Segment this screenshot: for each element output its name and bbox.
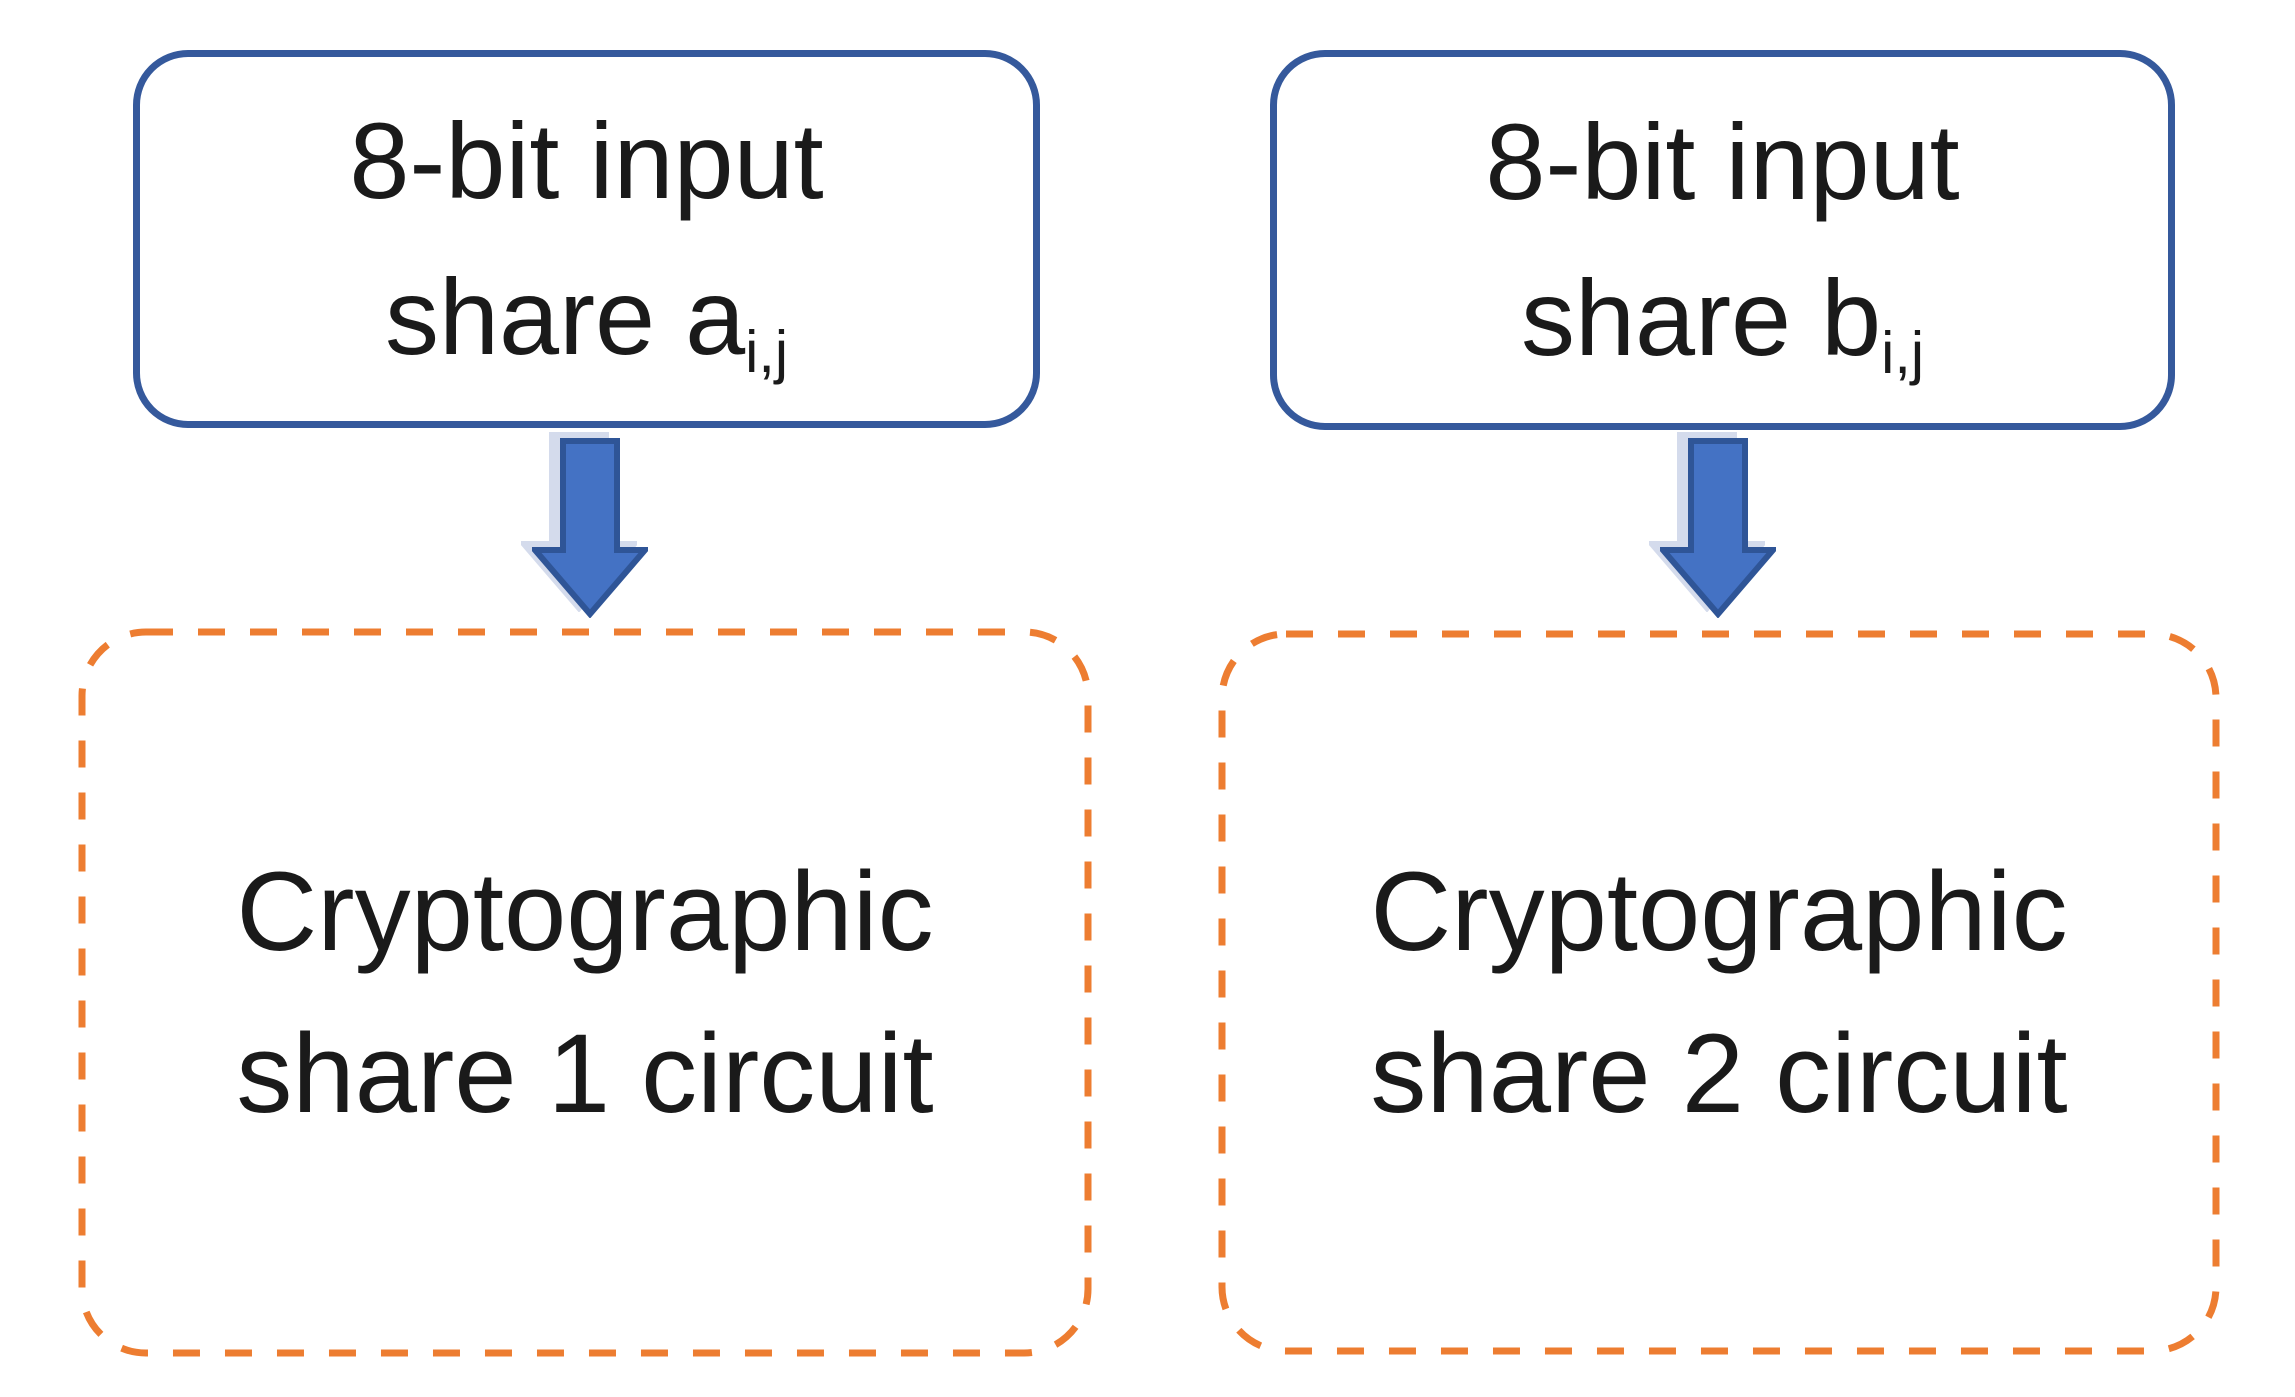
input-a-line2-base: share a — [384, 256, 746, 377]
node-input-share-a: 8-bit input share ai,j — [133, 50, 1040, 428]
input-b-line2-subscript: i,j — [1881, 318, 1925, 386]
dashed-border-icon — [1218, 630, 2220, 1355]
circuit-1-line2: share 1 circuit — [236, 1010, 934, 1136]
node-cryptographic-share-1-circuit: Cryptographic share 1 circuit — [78, 628, 1092, 1357]
input-a-line2: share ai,j — [385, 239, 788, 395]
circuit-2-line1: Cryptographic — [1370, 849, 2068, 975]
input-b-line2-base: share b — [1520, 257, 1882, 378]
circuit-1-line1: Cryptographic — [236, 849, 934, 975]
node-input-share-b: 8-bit input share bi,j — [1270, 50, 2175, 430]
down-arrow-icon — [528, 438, 652, 619]
input-a-line1: 8-bit input — [349, 100, 824, 222]
input-a-line2-subscript: i,j — [745, 317, 789, 385]
input-b-line1: 8-bit input — [1485, 101, 1960, 223]
circuit-2-label: Cryptographic share 2 circuit — [1370, 831, 2067, 1154]
circuit-2-line2: share 2 circuit — [1370, 1010, 2068, 1136]
circuit-1-label: Cryptographic share 1 circuit — [236, 831, 933, 1154]
down-arrow-icon — [1656, 438, 1780, 619]
dashed-border-icon — [78, 628, 1092, 1357]
input-b-line2: share bi,j — [1521, 240, 1924, 396]
node-cryptographic-share-2-circuit: Cryptographic share 2 circuit — [1218, 630, 2220, 1355]
